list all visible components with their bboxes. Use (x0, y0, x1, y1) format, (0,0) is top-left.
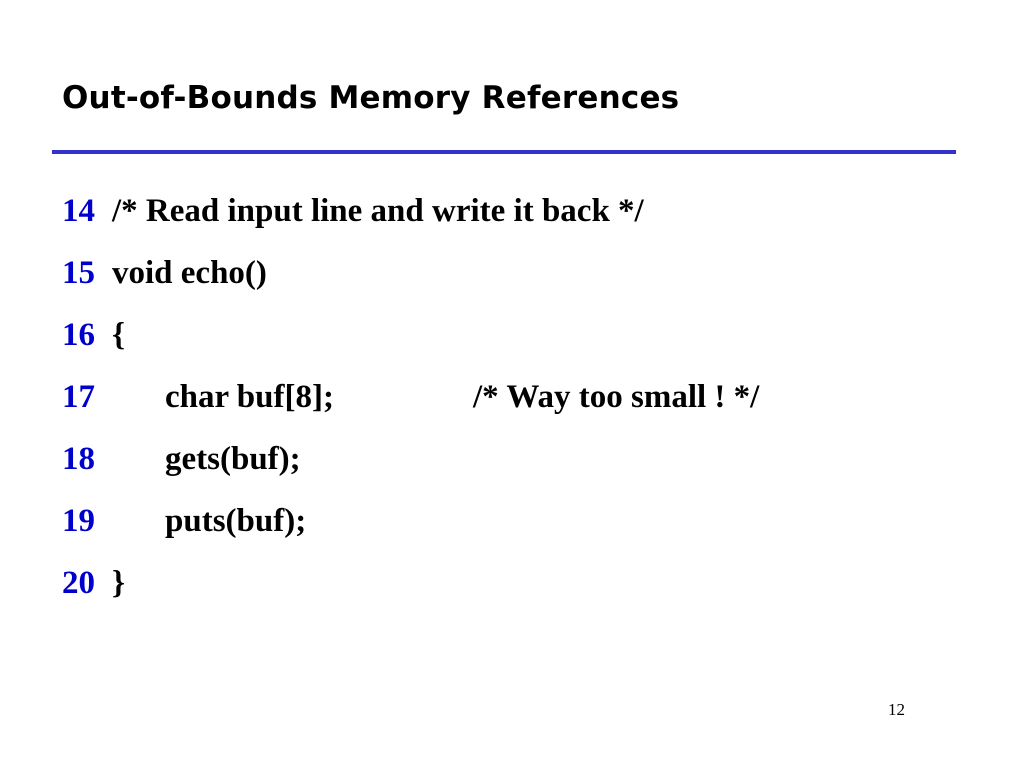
line-number: 20 (62, 565, 95, 601)
title-divider (52, 150, 956, 154)
code-line: 19 puts(buf); (62, 498, 306, 560)
code-text: void echo() (112, 255, 267, 291)
line-number: 15 (62, 255, 95, 291)
line-number: 18 (62, 441, 95, 477)
code-text: gets(buf); (165, 441, 301, 477)
code-line: 17 char buf[8]; /* Way too small ! */ (62, 374, 759, 436)
code-line: 15 void echo() (62, 250, 267, 312)
code-text: { (112, 317, 126, 353)
line-number: 17 (62, 379, 95, 415)
code-line: 16 { (62, 312, 125, 374)
code-listing: 14 /* Read input line and write it back … (62, 188, 759, 622)
line-number: 16 (62, 317, 95, 353)
line-number: 14 (62, 193, 95, 229)
code-line: 18 gets(buf); (62, 436, 301, 498)
code-text: /* Read input line and write it back */ (112, 193, 644, 229)
code-text: char buf[8]; (165, 379, 334, 415)
code-text: } (112, 565, 126, 601)
code-line: 14 /* Read input line and write it back … (62, 188, 644, 250)
page-number: 12 (888, 700, 905, 719)
code-line: 20 } (62, 560, 125, 622)
line-number: 19 (62, 503, 95, 539)
slide-title: Out-of-Bounds Memory References (62, 80, 680, 116)
code-comment: /* Way too small ! */ (473, 379, 760, 415)
code-text: puts(buf); (165, 503, 307, 539)
